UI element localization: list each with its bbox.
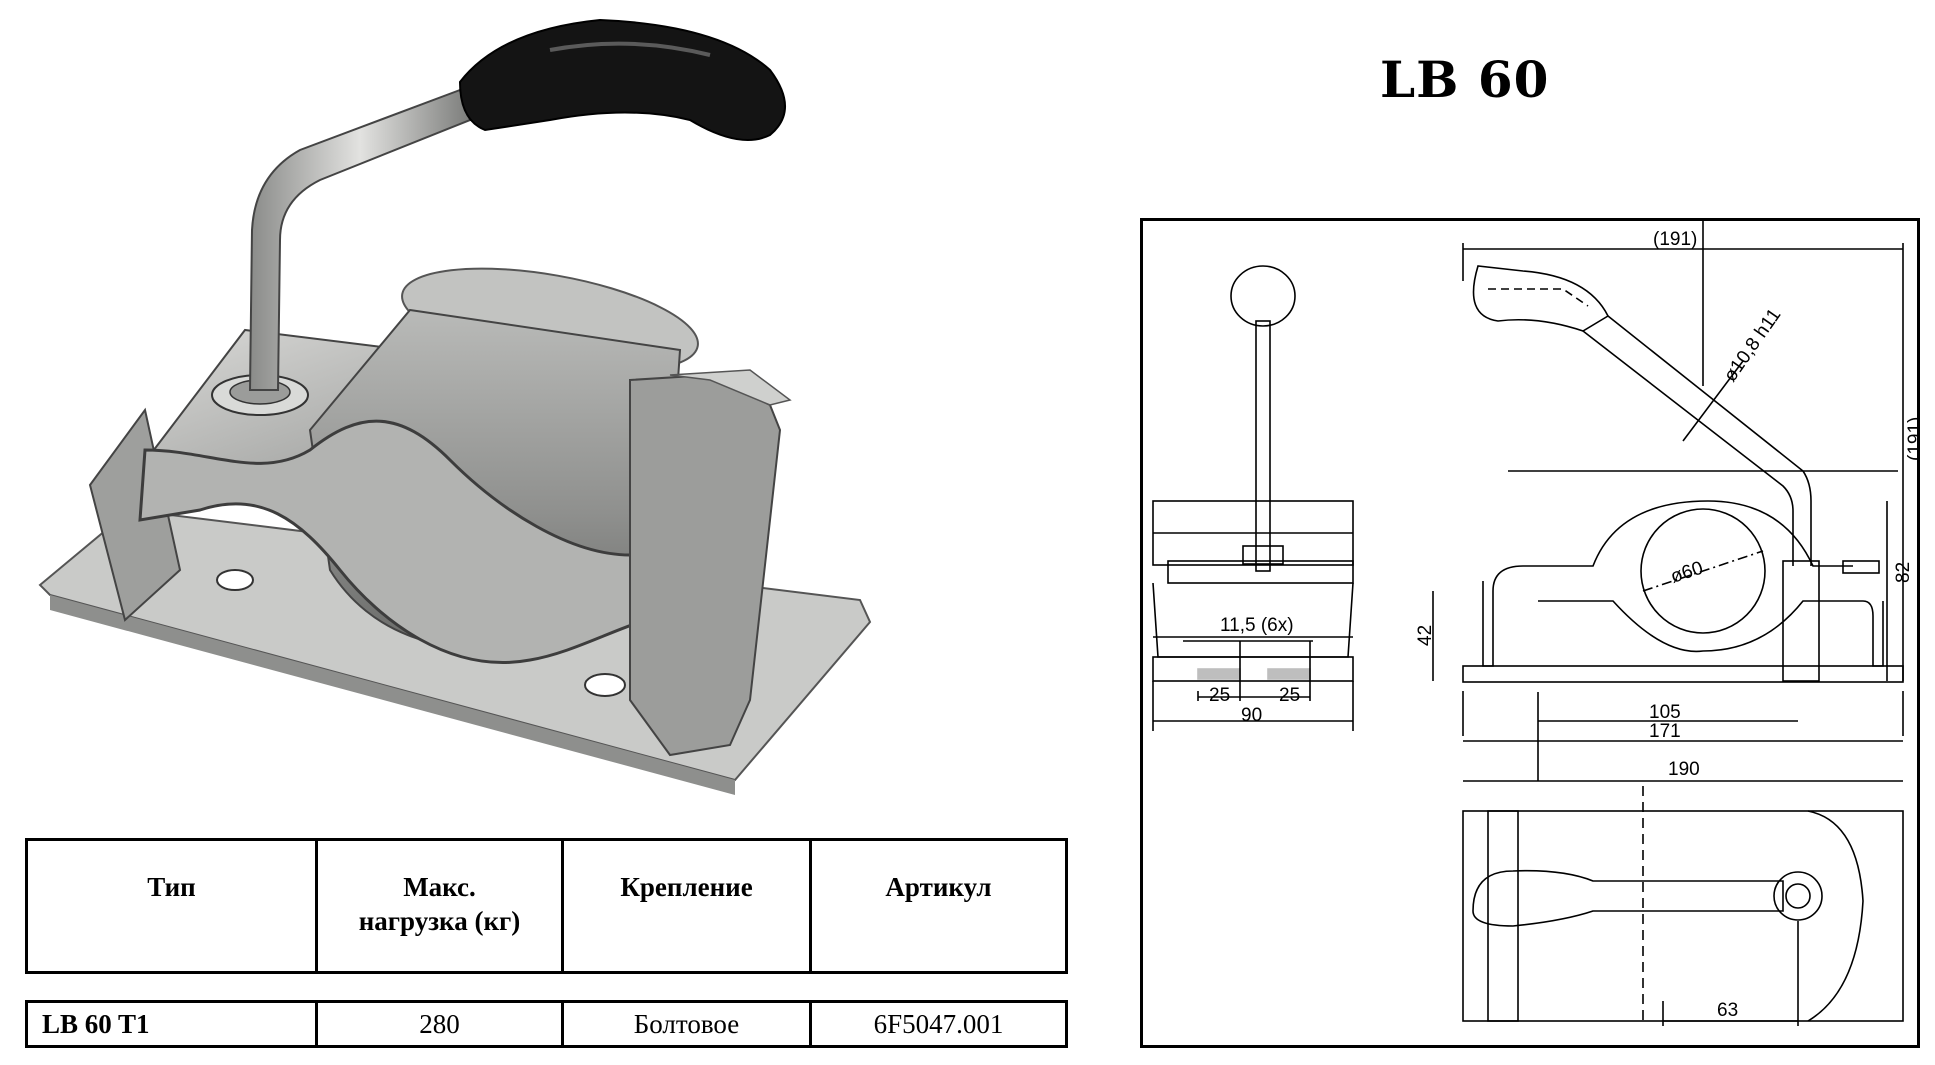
cell-type: LB 60 T1 bbox=[25, 1000, 318, 1048]
drawing-svg: 11,5 (6x) 25 25 90 (191) ø10,8 h11 (191)… bbox=[1152, 221, 1917, 1026]
table-row: LB 60 T1 280 Болтовое 6F5047.001 bbox=[25, 1000, 1068, 1048]
dim-width-90: 90 bbox=[1241, 705, 1262, 726]
side-view bbox=[1432, 221, 1904, 781]
header-max-load: Макс. нагрузка (кг) bbox=[315, 838, 564, 974]
dim-height-82: 82 bbox=[1893, 562, 1914, 583]
table-header-row: Тип Макс. нагрузка (кг) Крепление Артику… bbox=[25, 838, 1068, 974]
clamp-photo bbox=[38, 18, 872, 795]
dim-height-total: (191) bbox=[1905, 417, 1917, 461]
header-type: Тип bbox=[25, 838, 318, 974]
header-mounting: Крепление bbox=[561, 838, 812, 974]
dim-hole-spacing: 105 bbox=[1649, 702, 1681, 723]
cell-max-load: 280 bbox=[315, 1000, 564, 1048]
dim-spacing-right: 25 bbox=[1279, 685, 1300, 706]
header-article: Артикул bbox=[809, 838, 1068, 974]
technical-drawing: 11,5 (6x) 25 25 90 (191) ø10,8 h11 (191)… bbox=[1140, 218, 1920, 1048]
top-view bbox=[1462, 780, 1904, 1026]
dim-top-view-length: 190 bbox=[1668, 759, 1700, 780]
spec-table-header: Тип Макс. нагрузка (кг) Крепление Артику… bbox=[25, 838, 1068, 974]
dim-rod-diameter: ø10,8 h11 bbox=[1720, 305, 1785, 386]
dim-base-length: 171 bbox=[1649, 721, 1681, 742]
dim-offset: 63 bbox=[1717, 1000, 1738, 1021]
dim-height-42: 42 bbox=[1415, 625, 1436, 646]
cell-article: 6F5047.001 bbox=[809, 1000, 1068, 1048]
header-max-load-text: Макс. нагрузка (кг) bbox=[358, 872, 521, 936]
dim-top-length: (191) bbox=[1653, 229, 1697, 250]
cell-mounting: Болтовое bbox=[561, 1000, 812, 1048]
front-view bbox=[1152, 265, 1354, 731]
spec-table-row: LB 60 T1 280 Болтовое 6F5047.001 bbox=[25, 1000, 1068, 1048]
dim-tube-diameter: ø60 bbox=[1668, 558, 1706, 588]
product-title: LB 60 bbox=[1380, 50, 1550, 109]
dim-spacing-left: 25 bbox=[1209, 685, 1230, 706]
dim-hole-label: 11,5 (6x) bbox=[1220, 615, 1294, 636]
